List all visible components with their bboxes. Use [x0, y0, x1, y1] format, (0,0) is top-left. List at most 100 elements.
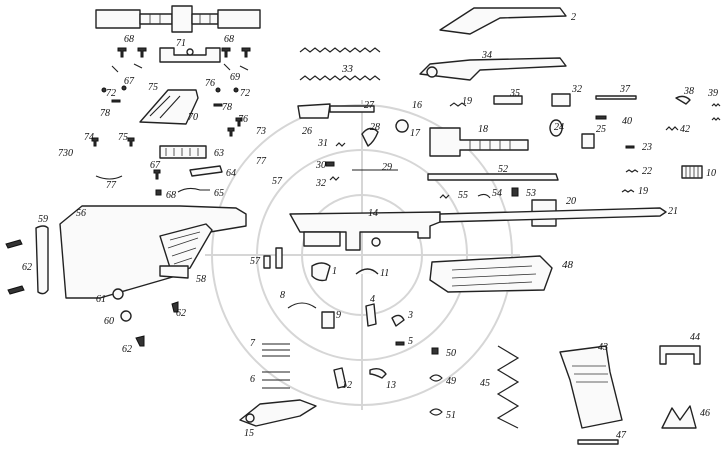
label-32b: 32	[315, 178, 326, 189]
label-1: 1	[332, 266, 337, 277]
label-74: 74	[84, 132, 94, 143]
part-39	[711, 103, 721, 121]
part-11	[355, 268, 379, 275]
part-64	[189, 165, 223, 177]
part-61	[112, 288, 124, 300]
part-57b	[275, 247, 283, 269]
part-8	[287, 302, 317, 309]
label-76b: 76	[238, 114, 248, 125]
label-57b: 57	[250, 256, 261, 267]
label-27: 27	[364, 100, 375, 111]
label-42: 42	[680, 124, 690, 135]
label-62c: 62	[122, 344, 132, 355]
barrel	[439, 207, 667, 223]
label-37: 37	[619, 84, 631, 95]
label-50: 50	[446, 348, 456, 359]
part-40	[595, 115, 607, 120]
label-75b: 75	[118, 132, 128, 143]
target-watermark	[205, 100, 520, 410]
part-3	[391, 314, 405, 327]
handguard	[429, 255, 553, 293]
label-58: 58	[196, 274, 206, 285]
label-52: 52	[498, 164, 508, 175]
screw-62d	[135, 335, 145, 347]
part-54	[477, 193, 491, 199]
part-32	[551, 93, 571, 107]
label-47: 47	[616, 430, 627, 441]
label-77a: 77	[256, 156, 267, 167]
part-10	[681, 165, 703, 179]
label-10: 10	[706, 168, 716, 179]
label-75a: 75	[148, 82, 158, 93]
label-45: 45	[480, 378, 490, 389]
magazine-spring	[496, 345, 520, 429]
part-19b	[621, 189, 635, 193]
label-9: 9	[336, 310, 341, 321]
label-22: 22	[642, 166, 652, 177]
label-61: 61	[96, 294, 106, 305]
label-55: 55	[458, 190, 468, 201]
label-24: 24	[554, 122, 564, 133]
part-42	[665, 126, 679, 131]
label-76: 76	[205, 78, 215, 89]
part-22	[625, 169, 639, 173]
part-35	[493, 95, 523, 105]
mount-bracket	[139, 89, 199, 125]
label-44: 44	[690, 332, 700, 343]
part-28	[361, 127, 379, 147]
label-25: 25	[596, 124, 606, 135]
part-6	[262, 371, 290, 389]
part-49	[429, 374, 443, 382]
label-32: 32	[571, 84, 582, 95]
rail-63	[159, 145, 207, 159]
label-49: 49	[446, 376, 456, 387]
label-56: 56	[76, 208, 86, 219]
part-32b	[329, 176, 340, 181]
label-31: 31	[317, 138, 328, 149]
label-67b: 67	[150, 160, 161, 171]
recoil-springs	[299, 47, 381, 81]
part-31	[335, 142, 346, 147]
label-69: 69	[230, 72, 240, 83]
label-72b: 72	[240, 88, 250, 99]
label-35: 35	[509, 88, 520, 99]
label-68a: 68	[124, 34, 134, 45]
part-23	[625, 145, 635, 149]
top-cover	[439, 7, 567, 35]
label-12: 12	[342, 380, 352, 391]
part-68	[155, 189, 162, 196]
part-5	[395, 341, 405, 346]
part-62-rod	[427, 173, 559, 181]
butt-plate	[35, 225, 49, 295]
label-70: 70	[188, 112, 198, 123]
part-67	[153, 169, 161, 180]
part-1	[311, 262, 331, 282]
part-53	[511, 187, 519, 197]
label-34: 34	[481, 50, 492, 61]
bolt-carrier	[419, 57, 567, 81]
label-51: 51	[446, 410, 456, 421]
label-60: 60	[104, 316, 114, 327]
label-730: 730	[58, 148, 73, 159]
label-78b: 78	[222, 102, 232, 113]
part-37	[595, 95, 637, 100]
part-7	[262, 343, 290, 357]
scope	[95, 5, 261, 33]
label-72a: 72	[106, 88, 116, 99]
label-78a: 78	[100, 108, 110, 119]
part-30	[325, 161, 335, 167]
label-17: 17	[410, 128, 421, 139]
label-26: 26	[302, 126, 312, 137]
label-38: 38	[683, 86, 694, 97]
label-13: 13	[386, 380, 396, 391]
label-30: 30	[315, 160, 326, 171]
label-7: 7	[250, 338, 256, 349]
label-39: 39	[707, 88, 718, 99]
part-27	[329, 105, 375, 113]
part-19	[449, 102, 467, 107]
part-60	[120, 310, 132, 322]
label-3: 3	[407, 310, 413, 321]
label-40: 40	[622, 116, 632, 127]
label-46: 46	[700, 408, 710, 419]
